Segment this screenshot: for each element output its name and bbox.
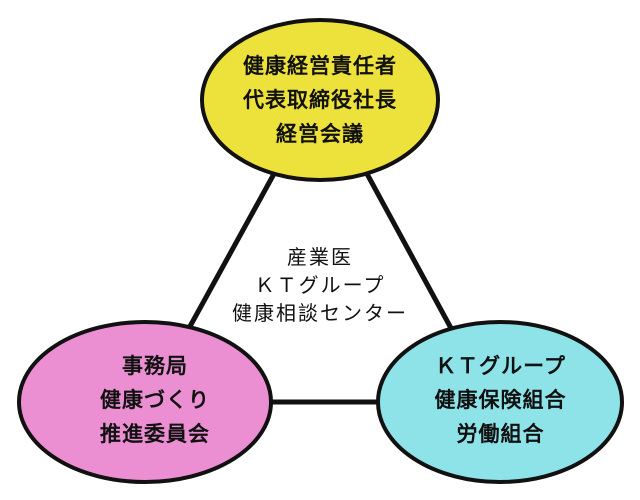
node-top-line-2: 代表取締役社長 (243, 88, 397, 112)
node-left-label: 事務局 健康づくり 推進委員会 (30, 345, 280, 455)
node-right-line-3: 労働組合 (456, 422, 545, 446)
node-top-ellipse (200, 18, 440, 182)
node-left-line-1: 事務局 (122, 354, 188, 378)
node-top-label: 健康経営責任者 代表取締役社長 経営会議 (200, 45, 440, 155)
node-left-ellipse (17, 320, 273, 484)
node-top-line-1: 健康経営責任者 (243, 54, 397, 78)
center-label: 産業医 ＫＴグループ 健康相談センター (210, 240, 430, 330)
center-line-2: ＫＴグループ (254, 273, 386, 297)
node-left-line-2: 健康づくり (100, 388, 210, 412)
node-right-ellipse (376, 320, 624, 484)
connector-top-left (185, 170, 278, 332)
center-line-3: 健康相談センター (232, 301, 408, 325)
node-top-line-3: 経営会議 (276, 122, 364, 146)
node-right-line-1: ＫＴグループ (435, 354, 566, 378)
node-right-line-2: 健康保険組合 (434, 388, 567, 412)
center-line-1: 産業医 (287, 245, 353, 269)
node-right-label: ＫＴグループ 健康保険組合 労働組合 (378, 345, 623, 455)
node-left-line-3: 推進委員会 (100, 422, 210, 446)
connector-top-right (363, 170, 455, 332)
